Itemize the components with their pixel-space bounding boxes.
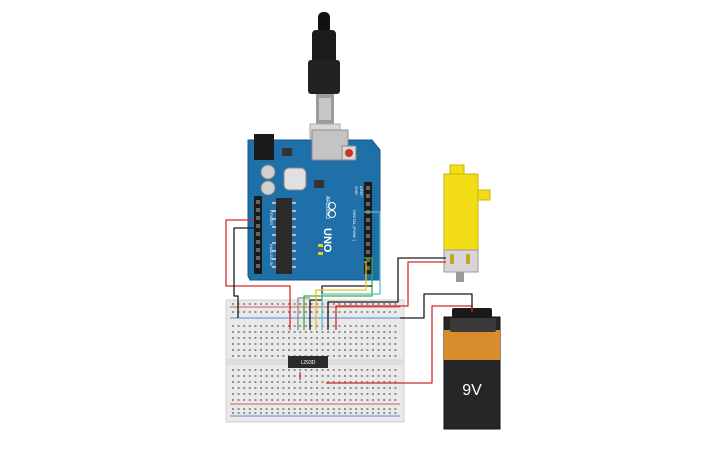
- wire-red-5v: [225, 219, 291, 330]
- breadboard[interactable]: L293D: [225, 299, 405, 423]
- arduino-infinity-logo-icon: [328, 202, 336, 218]
- capacitor: [260, 180, 276, 196]
- wire-yellow: [315, 261, 367, 330]
- wire-green: [303, 257, 373, 330]
- digital-header-label: DIGITAL (PWM~): [352, 210, 357, 242]
- wire-battery-black: [400, 293, 473, 319]
- analog-header-label: ANALOG IN: [269, 244, 274, 266]
- wire-teal: [321, 211, 381, 330]
- gnd-label: GND: [354, 186, 359, 195]
- brand-label: ARDUINO: [324, 196, 330, 219]
- driver-ic[interactable]: L293D: [288, 356, 328, 368]
- driver-ic-label: L293D: [301, 360, 316, 366]
- battery-9v[interactable]: 9V: [443, 308, 501, 430]
- power-header-label: POWER: [269, 210, 274, 225]
- arduino-uno-board[interactable]: UNO ARDUINO DIGITAL (PWM~) ANALOG IN POW…: [247, 129, 381, 281]
- usb-cable-icon[interactable]: [308, 12, 341, 139]
- board-name-label: UNO: [321, 228, 333, 253]
- dc-gear-motor[interactable]: [443, 164, 491, 282]
- power-jack: [254, 134, 274, 160]
- wire-motor-black: [327, 257, 446, 330]
- capacitor: [260, 164, 276, 180]
- wires: [225, 211, 473, 384]
- wire-motor-red: [335, 261, 446, 330]
- atmega-chip: [276, 198, 292, 274]
- aref-label: AREF: [359, 186, 364, 197]
- breadboard-holes: [232, 303, 397, 414]
- wire-black-gnd: [233, 227, 254, 318]
- crystal: [283, 167, 307, 191]
- battery-label: 9V: [462, 382, 482, 399]
- wire-gray: [297, 297, 310, 330]
